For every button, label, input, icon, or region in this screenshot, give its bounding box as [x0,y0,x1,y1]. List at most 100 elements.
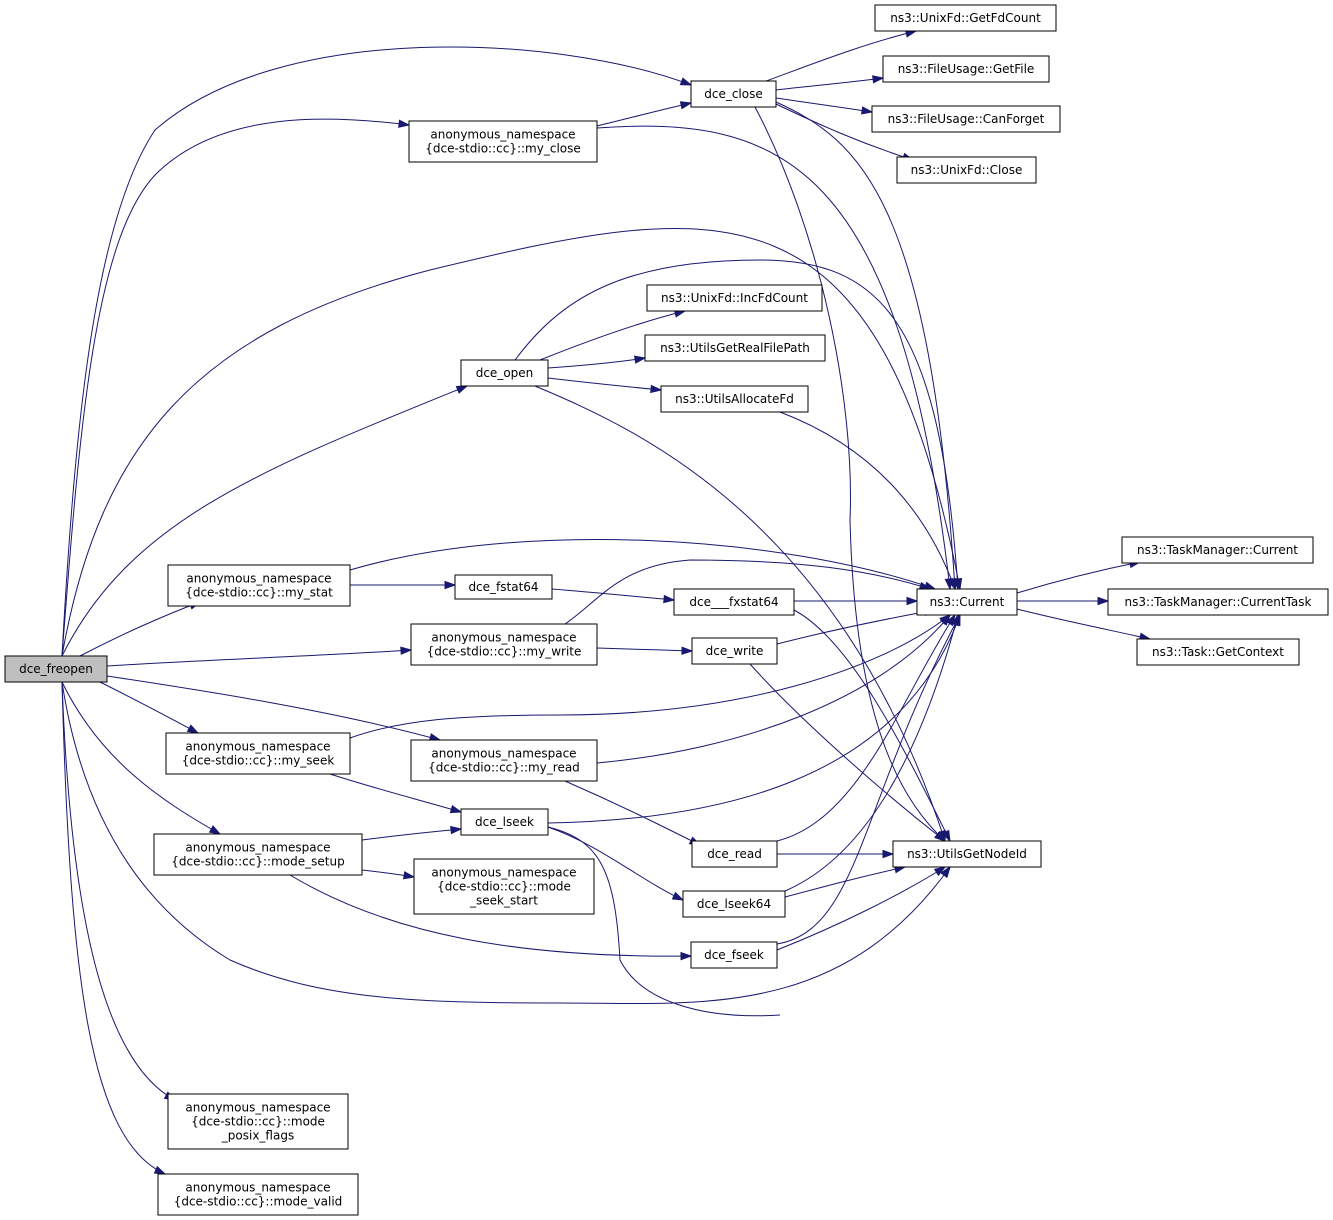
node-mode_seek_start[interactable]: anonymous_namespace{dce-stdio::cc}::mode… [413,858,595,915]
node-dce_fseek[interactable]: dce_fseek [690,941,778,969]
edge-line [776,614,961,945]
node-box[interactable] [644,334,826,362]
node-label: anonymous_namespace [185,1181,330,1195]
edge-dce_read-to-UtilsGetNodeId [777,849,895,859]
edge-line [765,30,917,82]
node-dce_open[interactable]: dce_open [460,359,549,387]
node-box[interactable] [882,55,1050,83]
node-box[interactable] [165,732,351,775]
node-mode_valid[interactable]: anonymous_namespace{dce-stdio::cc}::mode… [157,1173,359,1216]
edge-dce_freopen-to-my_write [106,646,413,667]
node-my_stat[interactable]: anonymous_namespace{dce-stdio::cc}::my_s… [167,564,351,607]
edge-dce_fseek-to-UtilsGetNodeId [776,866,947,951]
node-dce_lseek[interactable]: dce_lseek [460,808,549,836]
node-box[interactable] [871,105,1061,133]
edge-dce_freopen-to-my_read [106,675,442,742]
node-GetContext[interactable]: ns3::Task::GetContext [1136,638,1300,666]
node-box[interactable] [646,284,823,312]
node-GetFile[interactable]: ns3::FileUsage::GetFile [882,55,1050,83]
edge-line [106,649,412,667]
arrowhead-icon [633,355,647,364]
node-label: anonymous_namespace [186,572,331,586]
edge-line [596,102,692,127]
node-box[interactable] [1121,536,1314,564]
node-box[interactable] [454,574,553,600]
node-box[interactable] [460,808,549,836]
node-my_read[interactable]: anonymous_namespace{dce-stdio::cc}::my_r… [410,739,598,782]
edge-line [61,681,176,1101]
node-box[interactable] [410,739,598,782]
edge-line [106,675,441,741]
node-box[interactable] [157,1173,359,1216]
node-box[interactable] [682,890,786,918]
node-box[interactable] [1107,588,1329,616]
node-box[interactable] [408,120,598,163]
node-box[interactable] [690,941,778,969]
node-label: anonymous_namespace [431,747,576,761]
node-box[interactable] [691,637,778,665]
edge-mode_setup-to-dce_fseek [289,874,693,961]
edge-dce_fstat64-to-dce___fxstat64 [551,588,676,604]
node-UtilsGetNodeId[interactable]: ns3::UtilsGetNodeId [892,840,1042,868]
node-label: dce_read [707,847,762,861]
node-box[interactable] [896,156,1037,184]
node-mode_setup[interactable]: anonymous_namespace{dce-stdio::cc}::mode… [153,833,363,876]
node-box[interactable] [167,564,351,607]
node-GetFdCount[interactable]: ns3::UnixFd::GetFdCount [874,4,1057,32]
edge-line [776,614,956,842]
node-my_write[interactable]: anonymous_namespace{dce-stdio::cc}::my_w… [410,623,598,666]
edge-dce___fxstat64-to-UtilsGetNodeId [793,609,951,843]
node-my_seek[interactable]: anonymous_namespace{dce-stdio::cc}::my_s… [165,732,351,775]
edge-line [793,609,951,842]
node-label: ns3::UnixFd::Close [911,163,1023,177]
node-dce_close[interactable]: dce_close [690,80,777,108]
edge-dce_write-to-UtilsGetNodeId [749,663,947,842]
node-box[interactable] [460,359,549,387]
node-box[interactable] [691,840,778,868]
arrowhead-icon [951,613,961,627]
node-label: dce_write [706,644,764,658]
edge-line [547,614,961,824]
node-box[interactable] [413,858,595,915]
node-dce___fxstat64[interactable]: dce___fxstat64 [673,588,795,616]
node-box[interactable] [673,588,795,616]
node-IncFdCount[interactable]: ns3::UnixFd::IncFdCount [646,284,823,312]
edge-line [61,681,221,835]
node-CanForget[interactable]: ns3::FileUsage::CanForget [871,105,1061,133]
node-dce_write[interactable]: dce_write [691,637,778,665]
node-mode_posix_flags[interactable]: anonymous_namespace{dce-stdio::cc}::mode… [167,1093,349,1150]
node-box[interactable] [153,833,363,876]
node-dce_lseek64[interactable]: dce_lseek64 [682,890,786,918]
node-box[interactable] [874,4,1057,32]
edge-line [61,681,166,1175]
node-dce_freopen[interactable]: dce_freopen [4,655,108,683]
edge-line [361,828,462,841]
node-TMCurrent[interactable]: ns3::TaskManager::Current [1121,536,1314,564]
node-dce_read[interactable]: dce_read [691,840,778,868]
node-Current[interactable]: ns3::Current [916,588,1018,616]
edge-mode_setup-to-mode_seek_start [361,869,416,880]
node-box[interactable] [410,623,598,666]
node-box[interactable] [1136,638,1300,666]
node-UnixFdClose[interactable]: ns3::UnixFd::Close [896,156,1037,184]
node-label: ns3::UtilsGetNodeId [907,847,1027,861]
node-box[interactable] [892,840,1042,868]
node-dce_fstat64[interactable]: dce_fstat64 [454,574,553,600]
node-label: ns3::UtilsAllocateFd [675,392,794,406]
node-UtilsGetRealFilePath[interactable]: ns3::UtilsGetRealFilePath [644,334,826,362]
edge-my_close-to-dce_close [596,101,693,127]
node-UtilsAllocateFd[interactable]: ns3::UtilsAllocateFd [660,385,809,413]
edge-line [514,259,959,590]
edge-line [547,826,781,1017]
node-label: {dce-stdio::cc}::my_stat [185,586,333,600]
node-my_close[interactable]: anonymous_namespace{dce-stdio::cc}::my_c… [408,120,598,163]
node-box[interactable] [690,80,777,108]
node-TMCurrentTask[interactable]: ns3::TaskManager::CurrentTask [1107,588,1329,616]
node-box[interactable] [916,588,1018,616]
node-box[interactable] [4,655,108,683]
node-box[interactable] [660,385,809,413]
edge-dce_freopen-to-dce_open [61,385,469,657]
node-box[interactable] [167,1093,349,1150]
node-label: dce_lseek [475,815,534,829]
